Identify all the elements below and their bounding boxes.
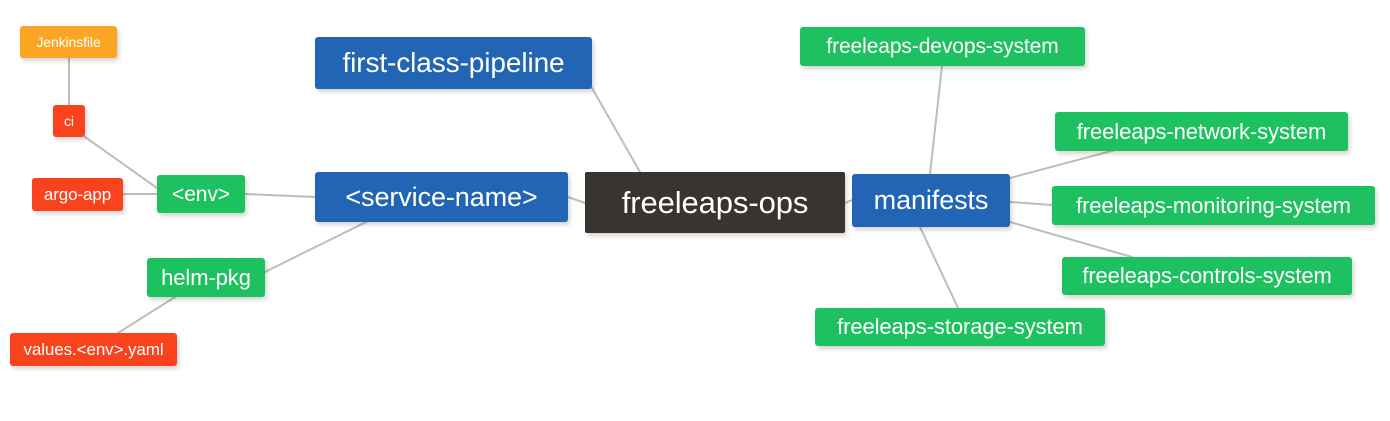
mindmap-node-devops-system[interactable]: freeleaps-devops-system	[800, 27, 1085, 66]
mindmap-node-storage-system[interactable]: freeleaps-storage-system	[815, 308, 1105, 346]
mindmap-node-manifests[interactable]: manifests	[852, 174, 1010, 227]
mindmap-node-ci[interactable]: ci	[53, 105, 85, 137]
edge-root-to-service-name	[567, 196, 586, 204]
edge-manifests-to-network-system	[1009, 149, 1116, 179]
mindmap-node-values-yaml[interactable]: values.<env>.yaml	[10, 333, 177, 366]
mindmap-node-argo-app[interactable]: argo-app	[32, 178, 123, 211]
edge-manifests-to-controls-system	[1009, 221, 1133, 258]
edge-manifests-to-monitoring-system	[1009, 201, 1053, 206]
mindmap-node-first-class[interactable]: first-class-pipeline	[315, 37, 592, 89]
mindmap-node-service-name[interactable]: <service-name>	[315, 172, 568, 222]
edge-manifests-to-devops-system	[929, 65, 943, 175]
edge-root-to-first-class	[591, 87, 641, 173]
edge-helm-pkg-to-values-yaml	[117, 296, 176, 334]
mindmap-node-root[interactable]: freeleaps-ops	[585, 172, 845, 233]
edge-service-name-to-helm-pkg	[264, 220, 369, 273]
mindmap-node-env[interactable]: <env>	[157, 175, 245, 213]
mindmap-node-monitoring-system[interactable]: freeleaps-monitoring-system	[1052, 186, 1375, 225]
edge-manifests-to-storage-system	[919, 226, 959, 309]
mindmap-node-network-system[interactable]: freeleaps-network-system	[1055, 112, 1348, 151]
edge-service-name-to-env	[244, 193, 316, 198]
edge-root-to-manifests	[844, 199, 853, 204]
mindmap-node-helm-pkg[interactable]: helm-pkg	[147, 258, 265, 297]
mindmap-node-controls-system[interactable]: freeleaps-controls-system	[1062, 257, 1352, 295]
mindmap-node-jenkinsfile[interactable]: Jenkinsfile	[20, 26, 117, 58]
